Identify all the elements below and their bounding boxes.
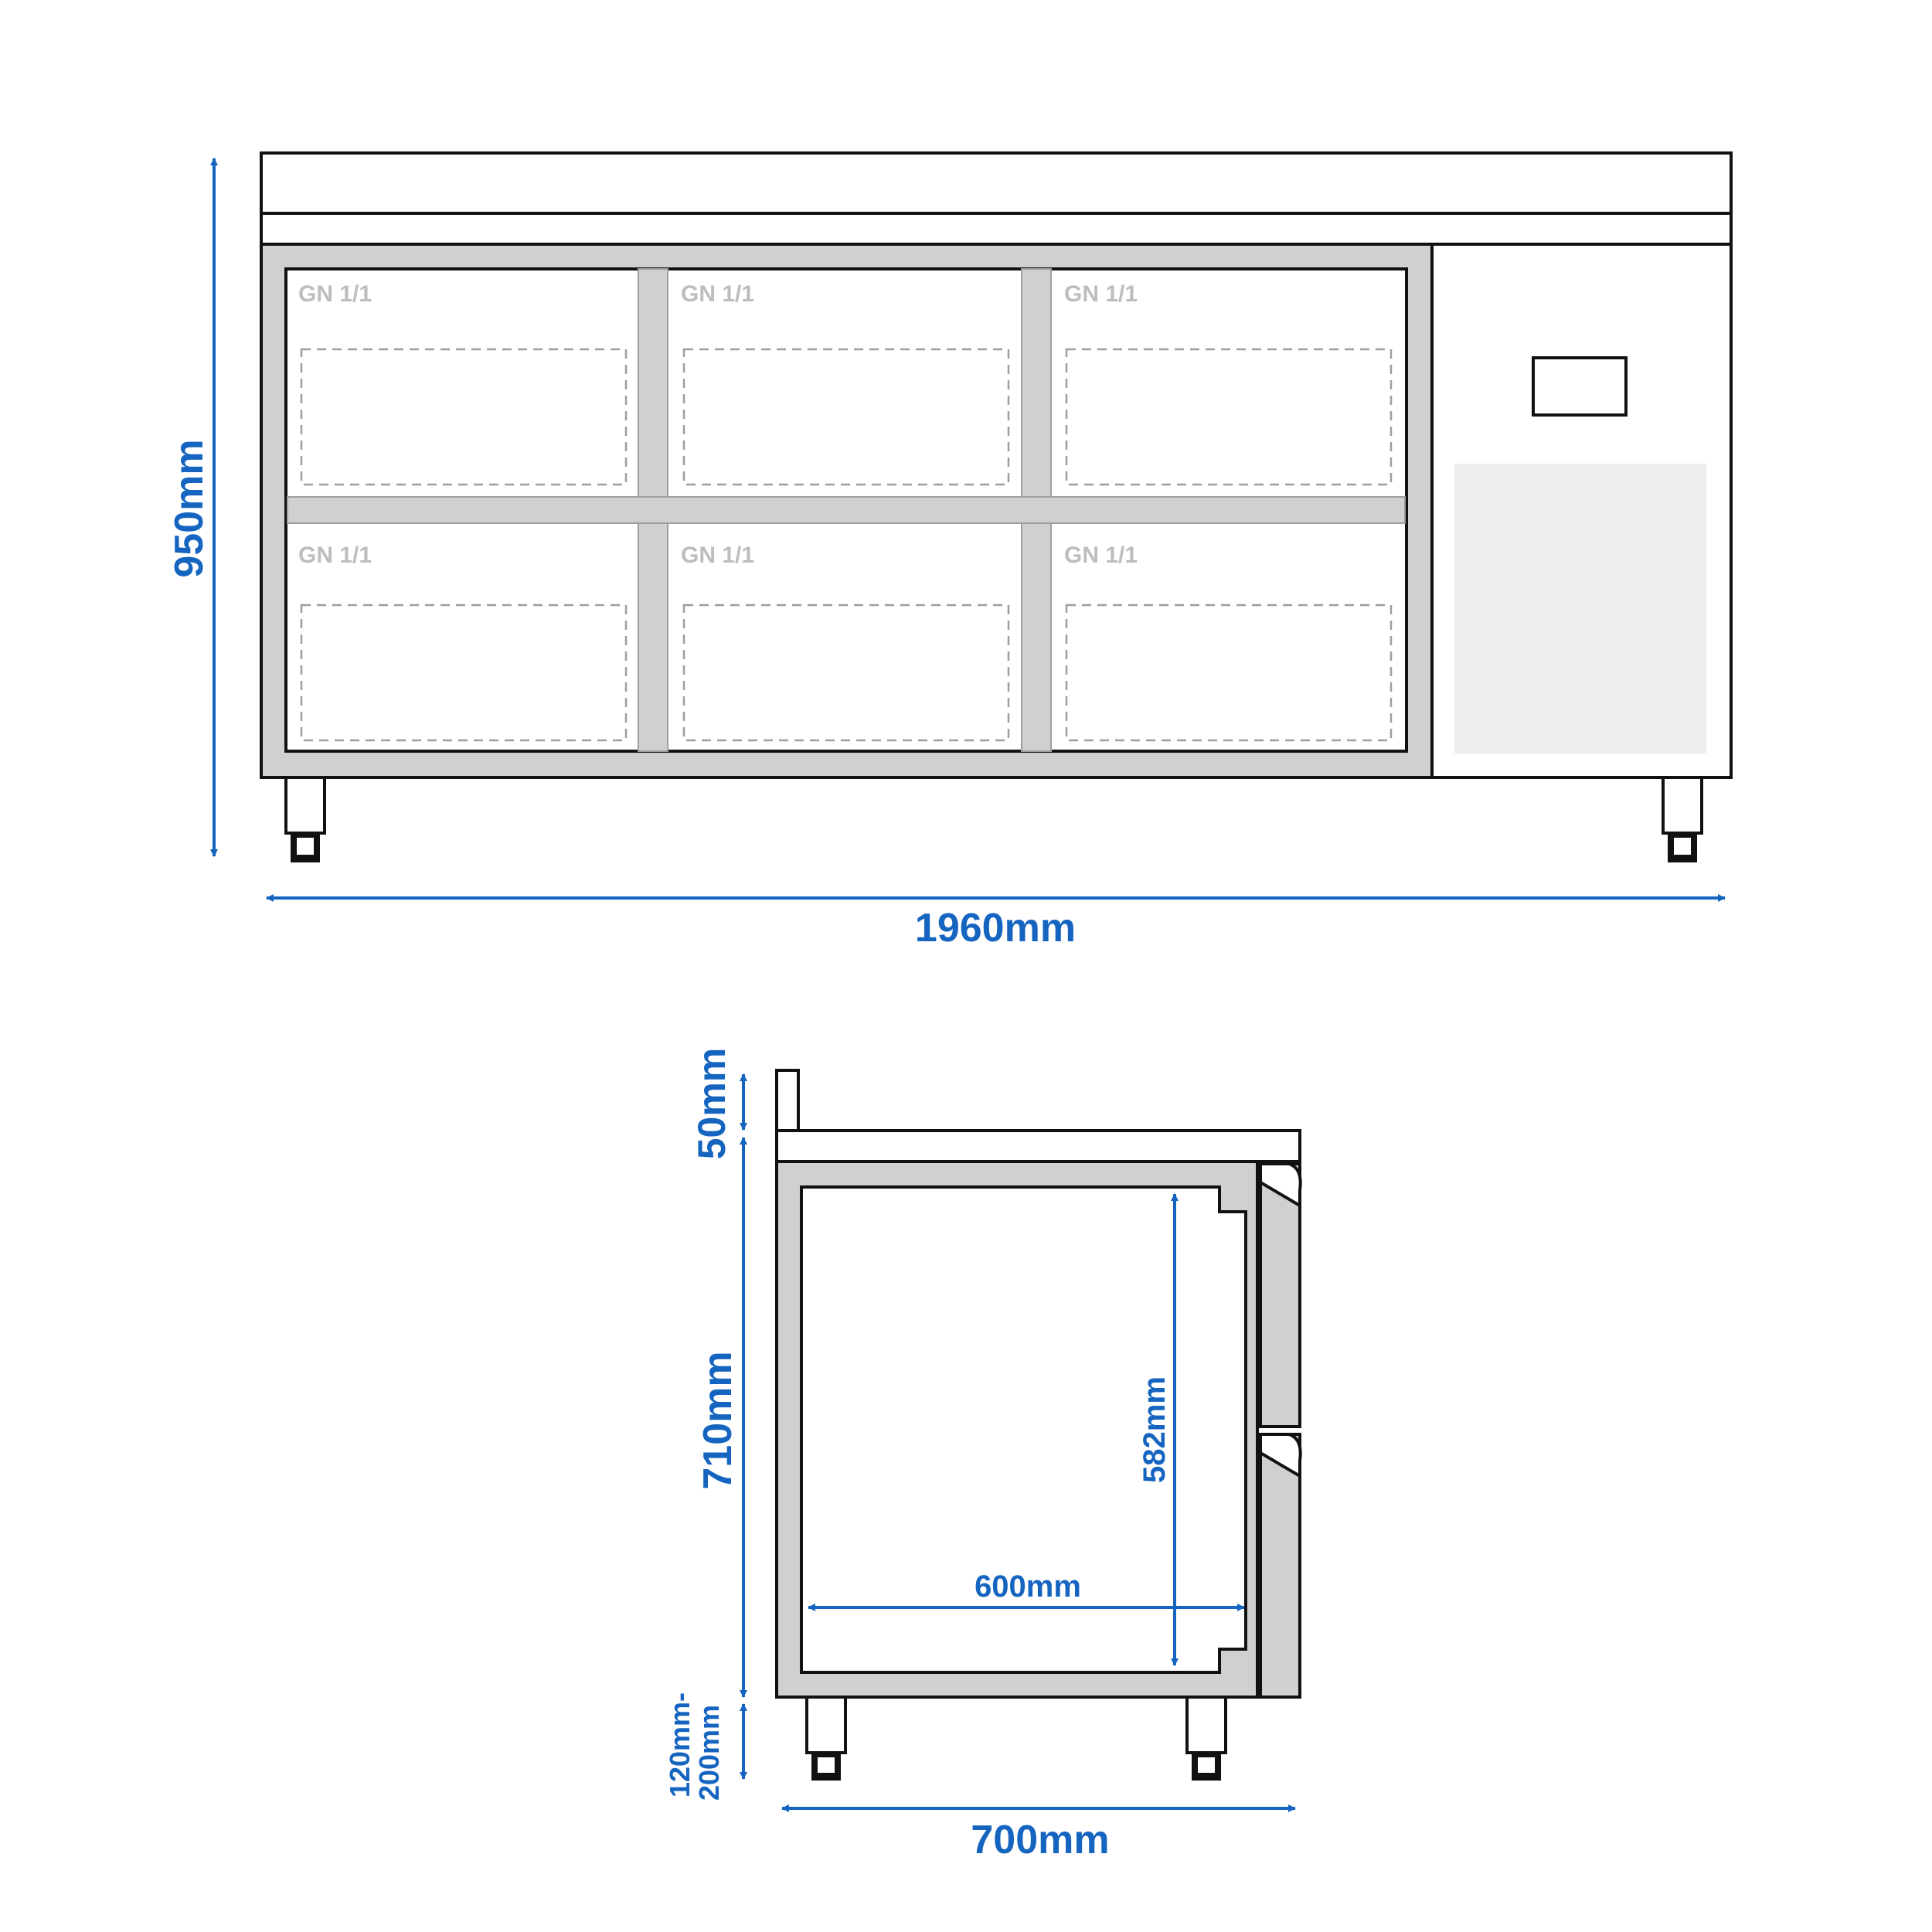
front-worktop <box>260 151 1733 215</box>
gn-container-6 <box>1065 604 1393 742</box>
front-width-label: 1960mm <box>915 906 1076 951</box>
gn-container-3 <box>1065 348 1393 486</box>
control-display <box>1532 356 1628 417</box>
gn-container-4 <box>300 604 628 742</box>
gn-label-2: GN 1/1 <box>681 281 754 307</box>
body-height-label: 710mm <box>696 1351 740 1489</box>
side-door-upper-handle <box>1259 1162 1302 1209</box>
side-interior <box>800 1185 1247 1674</box>
front-leg-right <box>1662 776 1703 862</box>
front-shelf <box>287 496 1406 524</box>
ventilation-panel <box>1454 464 1706 753</box>
gn-label-3: GN 1/1 <box>1064 281 1138 307</box>
front-height-label: 950mm <box>167 439 212 577</box>
side-worktop <box>775 1129 1301 1163</box>
side-leg-left <box>805 1696 847 1781</box>
gn-label-4: GN 1/1 <box>298 543 372 568</box>
interior-depth-label: 600mm <box>975 1570 1081 1604</box>
backsplash-label: 50mm <box>690 1048 733 1160</box>
side-door-lower-handle <box>1259 1433 1302 1479</box>
side-backsplash <box>775 1069 800 1134</box>
gn-container-5 <box>682 604 1010 742</box>
depth-label: 700mm <box>971 1818 1109 1862</box>
front-view: GN 1/1 GN 1/1 GN 1/1 GN 1/1 GN 1/1 GN 1/… <box>167 151 1733 951</box>
gn-container-1 <box>300 348 628 486</box>
interior-height-label: 582mm <box>1138 1376 1172 1483</box>
gn-container-2 <box>682 348 1010 486</box>
gn-label-1: GN 1/1 <box>298 281 372 307</box>
side-leg-right <box>1185 1696 1227 1781</box>
gn-label-5: GN 1/1 <box>681 543 754 568</box>
front-worktop-edge <box>260 212 1733 246</box>
leg-height-label-line2: 200mm <box>693 1705 725 1801</box>
gn-label-6: GN 1/1 <box>1064 543 1138 568</box>
front-leg-left <box>284 776 326 862</box>
leg-height-label-line1: 120mm- <box>664 1692 696 1798</box>
side-view: 50mm 710mm 120mm- 200mm 700mm 600mm 582m… <box>664 1048 1302 1862</box>
